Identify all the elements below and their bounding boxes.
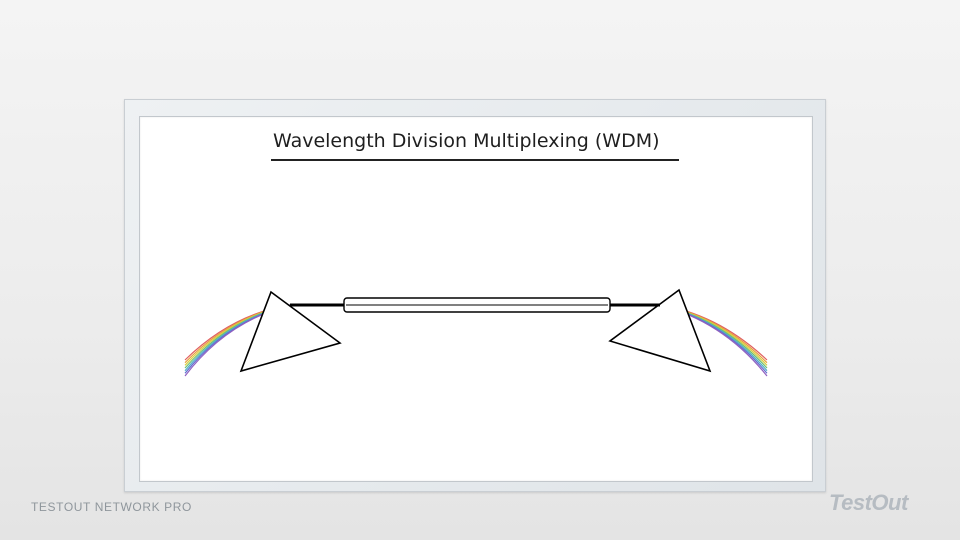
left-prism bbox=[239, 290, 342, 373]
title-underline bbox=[271, 159, 679, 161]
slide-title: Wavelength Division Multiplexing (WDM) bbox=[273, 130, 660, 152]
testout-logo: TestOut bbox=[829, 490, 908, 515]
right-prism bbox=[608, 288, 712, 373]
footer-course-label: TESTOUT NETWORK PRO bbox=[31, 500, 192, 514]
